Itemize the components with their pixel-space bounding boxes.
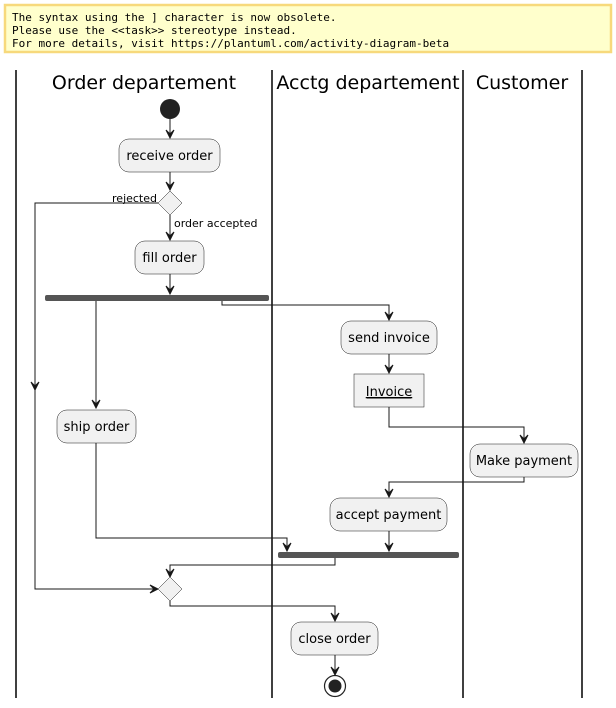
edge-label-rejected: rejected: [112, 192, 157, 205]
note-line-1: The syntax using the ] character is now …: [12, 11, 337, 24]
action-make-payment: Make payment: [469, 443, 579, 478]
action-label: close order: [298, 632, 371, 647]
lane-title-customer: Customer: [476, 72, 568, 94]
edge-make-accept-payment: [388, 477, 525, 497]
arrow-head: [165, 231, 175, 242]
arrow-head: [165, 285, 175, 296]
object-label: Invoice: [366, 385, 412, 400]
lane-title-order: Order departement: [52, 72, 236, 94]
action-label: receive order: [126, 149, 213, 164]
action-label: Make payment: [476, 454, 572, 469]
arrow-head: [282, 542, 292, 553]
arrow-head: [165, 568, 175, 579]
note-box: [3, 3, 613, 54]
arrow-head: [91, 399, 101, 410]
edge-label-accepted: order accepted: [174, 217, 257, 230]
action-receive-order: receive order: [118, 138, 221, 173]
arrow-head: [384, 364, 394, 375]
edge-merge-close: [169, 601, 336, 621]
action-label: fill order: [142, 251, 197, 266]
arrow-head: [384, 311, 394, 322]
object-invoice: Invoice: [353, 373, 425, 408]
obsolete-syntax-note: The syntax using the ] character is now …: [3, 3, 613, 54]
action-send-invoice: send invoice: [340, 320, 438, 355]
action-label: accept payment: [336, 508, 442, 523]
edge-rejected-to-merge: [34, 390, 158, 590]
arrow-head: [384, 542, 394, 553]
action-ship-order: ship order: [56, 409, 137, 444]
decision-accepted: [157, 190, 183, 216]
action-label: ship order: [64, 420, 130, 435]
edge-ship-join: [95, 443, 288, 551]
action-fill-order: fill order: [134, 240, 205, 275]
merge-diamond: [157, 576, 183, 602]
note-line-2: Please use the <<task>> stereotype inste…: [12, 24, 297, 37]
edge-fork-send-invoice: [221, 301, 390, 320]
swimlane-dividers: [15, 70, 583, 698]
fork-bar: [45, 295, 269, 301]
edge-invoice-make-payment: [388, 407, 525, 443]
arrow-head: [384, 488, 394, 499]
arrow-head: [165, 181, 175, 192]
edge-rejected-path: [34, 202, 158, 390]
note-line-3: For more details, visit https://plantuml…: [12, 37, 449, 50]
arrow-head: [30, 381, 40, 392]
action-close-order: close order: [290, 621, 379, 656]
arrow-head: [149, 584, 160, 594]
arrow-head: [330, 666, 340, 677]
edge-join-merge: [169, 558, 336, 577]
start-node: [160, 99, 180, 119]
arrow-head: [165, 129, 175, 140]
action-accept-payment: accept payment: [329, 497, 448, 532]
arrow-head: [519, 434, 529, 445]
arrow-head: [330, 612, 340, 623]
end-node: [323, 674, 347, 698]
action-label: send invoice: [348, 331, 430, 346]
join-bar: [278, 552, 459, 558]
lane-title-acctg: Acctg departement: [276, 72, 459, 94]
